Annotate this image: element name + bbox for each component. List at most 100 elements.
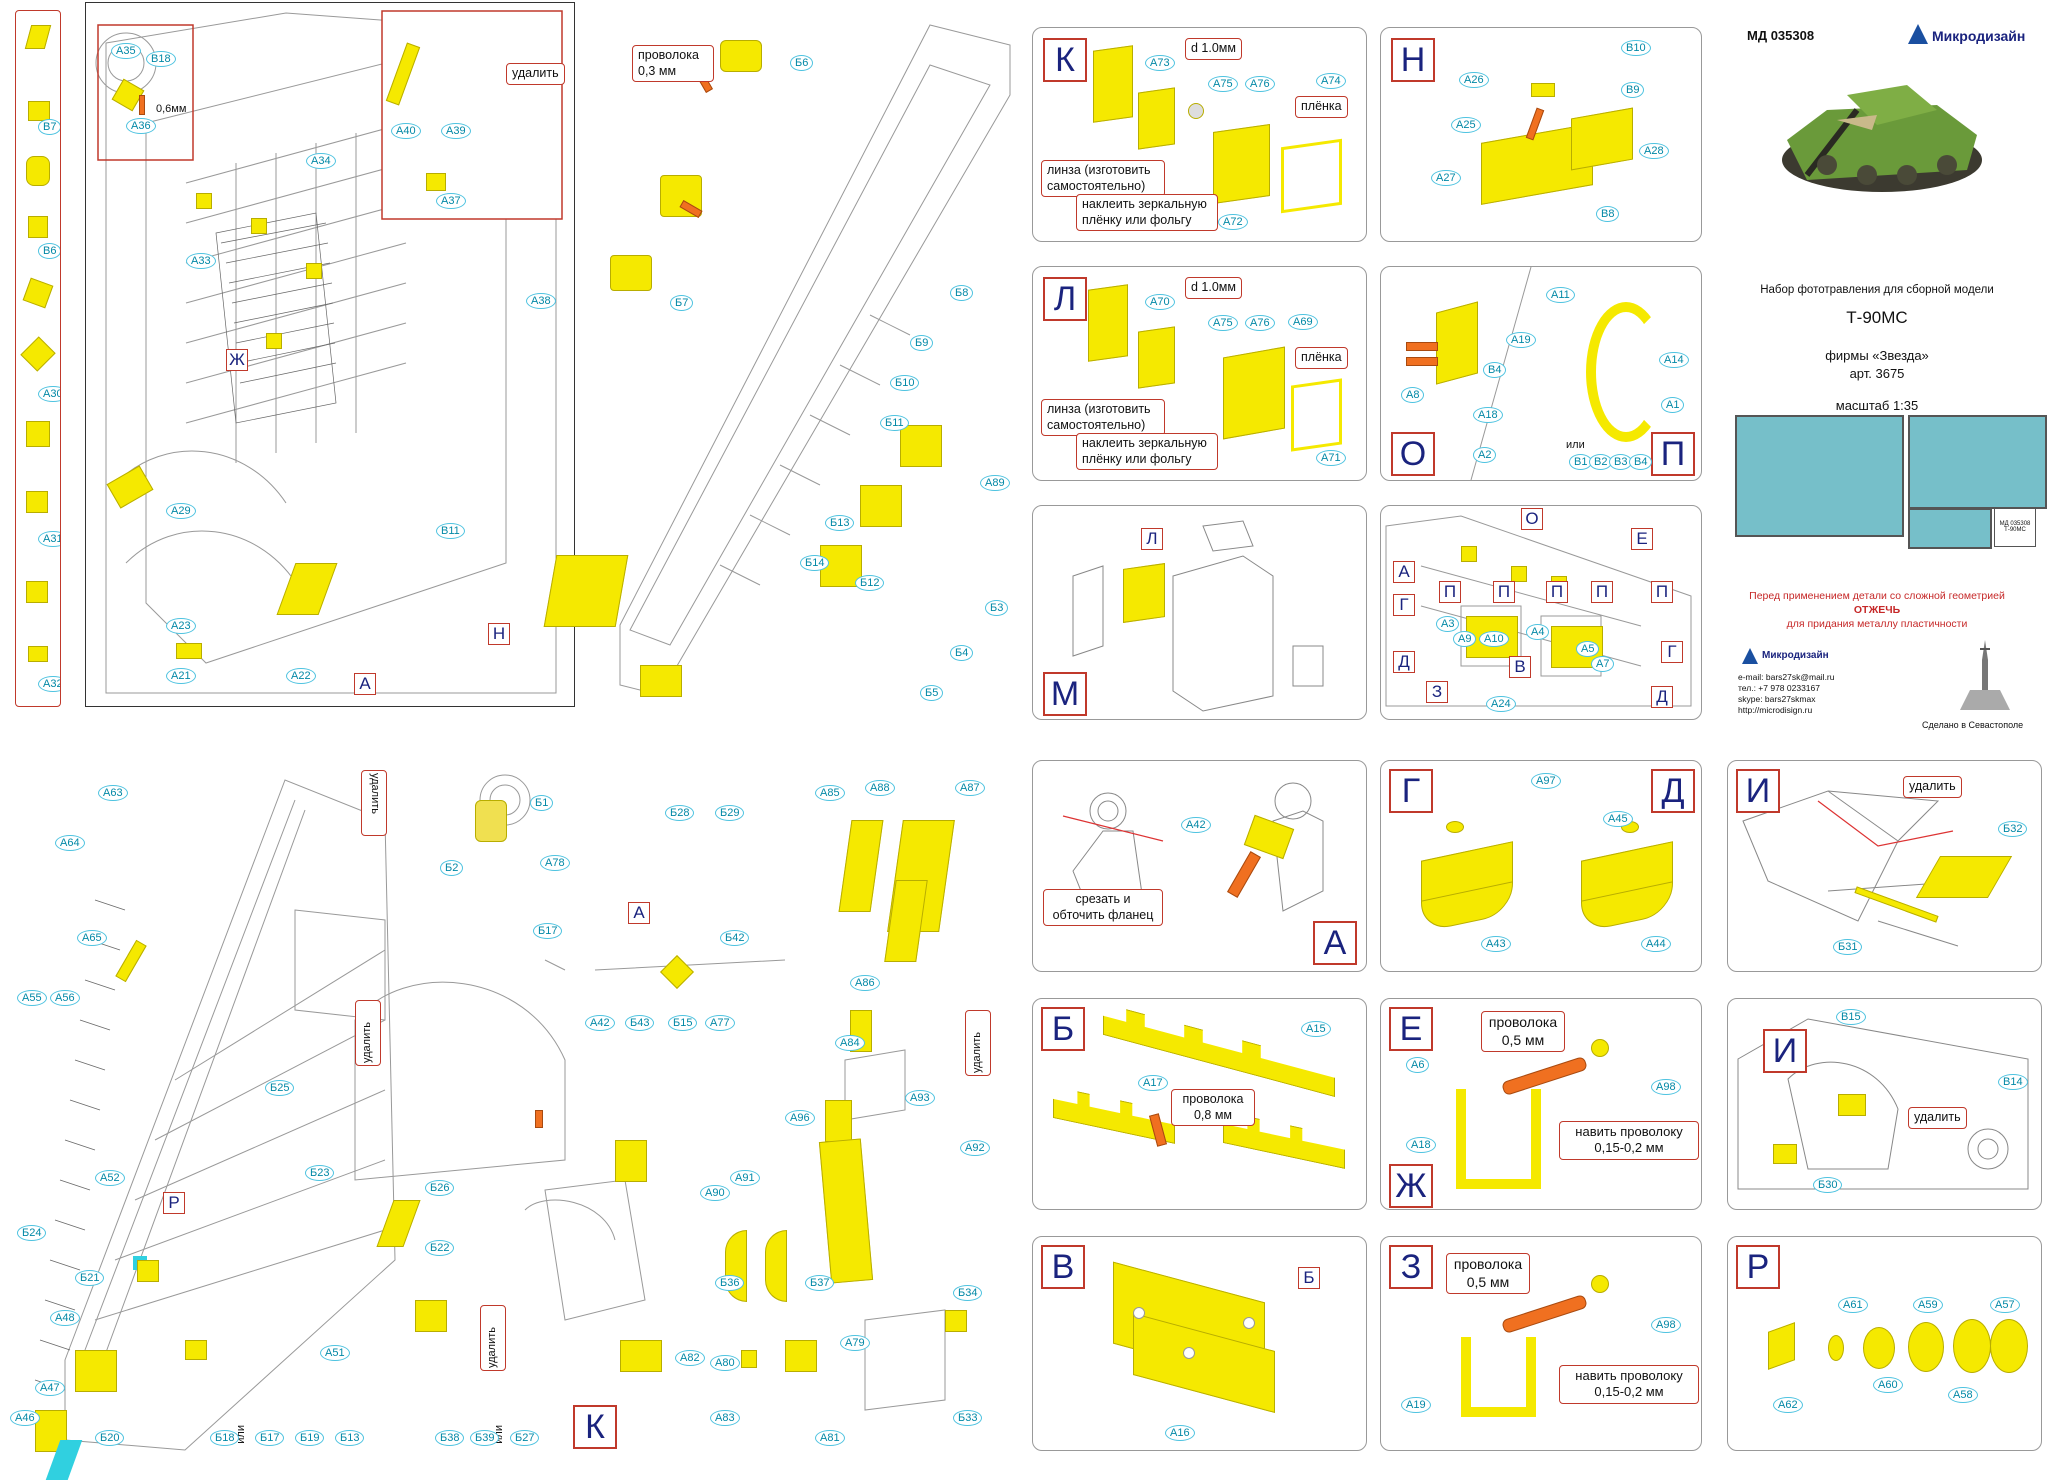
contact-phone: тел.: +7 978 0233167: [1738, 683, 1820, 693]
panel-gd-a44: A44: [1641, 936, 1671, 952]
panel-k-a74: A74: [1316, 73, 1346, 89]
contact-web: http://microdisign.ru: [1738, 705, 1813, 715]
overview-a10: A10: [1479, 631, 1509, 647]
panel-l-d: d 1.0мм: [1185, 277, 1242, 299]
contact-skype: skype: bars27skmax: [1738, 694, 1816, 704]
hull-b37: Б37: [805, 1275, 835, 1291]
deck-callout-a34: A34: [306, 153, 336, 169]
panel-l-letter: Л: [1043, 277, 1087, 321]
hull-b15: Б15: [668, 1015, 698, 1031]
strip-callout-a30: A30: [38, 386, 60, 402]
hull-b25: Б25: [265, 1080, 295, 1096]
overview-a5: A5: [1576, 641, 1600, 657]
hull-a80: A80: [710, 1355, 740, 1371]
hull-a87: A87: [955, 780, 985, 796]
panel-ezh-letter-e: Е: [1389, 1007, 1433, 1051]
panel-gd-a97: A97: [1531, 773, 1561, 789]
panel-i-b32: Б32: [1998, 821, 2028, 837]
panel-z: З проволока 0,5 мм навить проволоку 0,15…: [1380, 1236, 1702, 1451]
brand-name: Микродизайн: [1932, 28, 2026, 44]
panel-z-a19: A19: [1401, 1397, 1431, 1413]
hull-a56: A56: [50, 990, 80, 1006]
hull-a51: A51: [320, 1345, 350, 1361]
panel-z-wind: навить проволоку 0,15-0,2 мм: [1559, 1365, 1699, 1404]
panel-v: В Б A16: [1032, 1236, 1367, 1451]
deck-label-n: Н: [488, 623, 510, 645]
panel-v-a16: A16: [1165, 1425, 1195, 1441]
panel-k: К d 1.0мм плёнка линза (изготовить самос…: [1032, 27, 1367, 242]
panel-i-b31: Б31: [1833, 939, 1863, 955]
panel-op-a18: A18: [1473, 407, 1503, 423]
kit-article: арт. 3675: [1849, 366, 1905, 381]
panel-k-letter: К: [1043, 38, 1087, 82]
panel-op-arc: [1586, 302, 1666, 442]
hull-label-a: А: [628, 902, 650, 924]
deck-callout-a38: A38: [526, 293, 556, 309]
panel-v-letter: В: [1041, 1245, 1085, 1289]
panel-i-drawing: [1742, 790, 1969, 947]
hull-a52: A52: [95, 1170, 125, 1186]
fender-callout-b4: Б4: [950, 645, 974, 661]
panel-k-a72: A72: [1218, 214, 1248, 230]
overview-a3: A3: [1436, 616, 1460, 632]
kit-maker: фирмы «Звезда»: [1825, 348, 1929, 363]
fender-callout-b12: Б12: [855, 575, 885, 591]
monument-icon: [1960, 640, 2010, 710]
warning-line3: для придания металлу пластичности: [1786, 618, 1968, 630]
overview-label-p4: П: [1591, 581, 1613, 603]
panel-m-letter: М: [1043, 672, 1087, 716]
panel-ezh-a98: A98: [1651, 1079, 1681, 1095]
deck-callout-b11: B11: [436, 523, 465, 539]
panel-n-a28: A28: [1639, 143, 1669, 159]
panel-l-a76: A76: [1245, 315, 1275, 331]
kit-model: Т-90МС: [1846, 308, 1908, 327]
panel-n-a25: A25: [1451, 117, 1481, 133]
panel-op: О П или A11 A14 A8 A19 B4 A18 A1 A2 B1 B…: [1380, 266, 1702, 481]
panel-l-a71: A71: [1316, 450, 1346, 466]
panel-r-a61: A61: [1838, 1297, 1868, 1313]
panel-ezh-wire: проволока 0,5 мм: [1481, 1011, 1565, 1052]
panel-i2: И удалить B15 B14 Б30: [1727, 998, 2042, 1210]
hull-label-k: К: [573, 1405, 617, 1449]
hull-b34: Б34: [953, 1285, 983, 1301]
hull-a78: A78: [540, 855, 570, 871]
panel-b-a17: A17: [1138, 1075, 1168, 1091]
hull-a90: A90: [700, 1185, 730, 1201]
overview-label-p2: П: [1493, 581, 1515, 603]
fender-callout-b9: Б9: [910, 335, 934, 351]
overview-label-v: В: [1509, 656, 1531, 678]
strip-callout-b6: B6: [38, 243, 60, 259]
hull-a85: A85: [815, 785, 845, 801]
hull-a92: A92: [960, 1140, 990, 1156]
hull-b26: Б26: [425, 1180, 455, 1196]
hull-a55: A55: [17, 990, 47, 1006]
panel-op-a1: A1: [1661, 397, 1685, 413]
panel-n: Н B10 A26 B9 A25 A28 A27 B8: [1380, 27, 1702, 242]
hull-b36: Б36: [715, 1275, 745, 1291]
panel-op-b2: B2: [1589, 454, 1613, 470]
kit-scale: масштаб 1:35: [1835, 398, 1919, 413]
hull-a82: A82: [675, 1350, 705, 1366]
left-strip-panel: B7 B6 A30 A31 A32: [15, 10, 61, 707]
deck-callout-a37: A37: [436, 193, 466, 209]
warning-line2: ОТЖЕЧЬ: [1853, 604, 1901, 616]
overview-a9: A9: [1453, 631, 1477, 647]
hull-b27: Б27: [510, 1430, 540, 1446]
panel-k-a75: A75: [1208, 76, 1238, 92]
fender-wire-note: проволока 0,3 мм: [632, 45, 714, 83]
panel-r-a57: A57: [1990, 1297, 2020, 1313]
strip-callout-a31: A31: [38, 531, 60, 547]
fender-callout-b3: Б3: [985, 600, 1009, 616]
panel-gd-a43: A43: [1481, 936, 1511, 952]
panel-ezh: Е Ж проволока 0,5 мм навить проволоку 0,…: [1380, 998, 1702, 1210]
overview-a4: A4: [1526, 624, 1550, 640]
panel-n-letter: Н: [1391, 38, 1435, 82]
hull-b42: Б42: [720, 930, 750, 946]
panel-r-a58: A58: [1948, 1387, 1978, 1403]
panel-ezh-a18: A18: [1406, 1137, 1436, 1153]
deck-callout-a40: A40: [391, 123, 421, 139]
panel-z-a98: A98: [1651, 1317, 1681, 1333]
overview-label-e: Е: [1631, 528, 1653, 550]
deck-callout-a33: A33: [186, 253, 216, 269]
strip-callout-b7: B7: [38, 119, 60, 135]
